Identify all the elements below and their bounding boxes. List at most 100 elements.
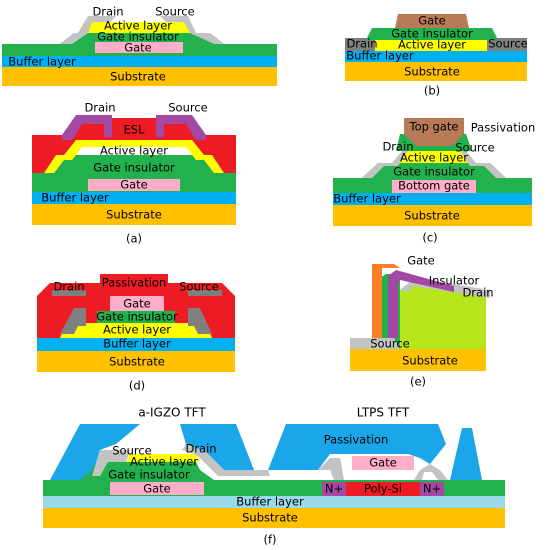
drain-electrode: [60, 16, 116, 44]
gate-insulator-label: Gate insulator: [391, 27, 473, 41]
insulator-layer: [388, 270, 454, 338]
igzo-drain: [182, 444, 270, 476]
buffer-label: Buffer layer: [236, 495, 304, 509]
drain-label: Drain: [84, 101, 115, 115]
igzo-gate: [110, 482, 204, 495]
gate-insulator-label: Gate insulator: [96, 310, 178, 324]
substrate-label: Substrate: [106, 208, 162, 222]
gate-left-label: Gate: [143, 482, 171, 496]
buffer-layer: [2, 56, 277, 67]
active-layer-label: Active layer: [103, 323, 171, 337]
active-layer: [375, 40, 487, 51]
panel-f: a-IGZO TFT LTPS TFT Passivation Source D…: [43, 406, 505, 547]
poly-si-label: Poly-Si: [364, 482, 402, 496]
active-layer-label: Active layer: [100, 144, 168, 158]
substrate-label: Substrate: [404, 209, 460, 223]
igzo-active-layer: [126, 454, 200, 462]
substrate-label: Substrate: [110, 70, 166, 84]
substrate-label: Substrate: [242, 511, 298, 525]
source-electrode: [188, 290, 222, 334]
caption-c: (c): [422, 231, 437, 245]
gate-insulator-label: Gate insulator: [93, 161, 175, 175]
active-layer-label: Active layer: [104, 19, 172, 33]
esl-label: ESL: [124, 123, 146, 137]
active-layer: [60, 323, 212, 338]
gate-label: Gate: [124, 41, 152, 55]
gate-insulator-label: Gate insulator: [97, 30, 179, 44]
esl-top: [112, 121, 156, 137]
buffer-label: Buffer layer: [41, 191, 109, 205]
drain-label: Drain: [382, 140, 413, 154]
gate-label: Gate: [123, 297, 151, 311]
buffer-layer: [333, 193, 532, 205]
buffer-label: Buffer layer: [346, 49, 414, 63]
active-layer: [392, 151, 476, 163]
passivation-left: [50, 424, 140, 480]
top-gate-label: Top gate: [409, 120, 459, 134]
drain-label: Drain: [185, 442, 216, 456]
title-a-igzo-tft: a-IGZO TFT: [138, 406, 206, 420]
source-electrode: [156, 115, 206, 140]
gate-insulator-layer: [32, 155, 236, 192]
gate-layer: [110, 296, 164, 311]
gate-label: Gate: [407, 254, 435, 268]
passivation-right: [450, 428, 482, 480]
passivation-label: Passivation: [102, 276, 167, 290]
panel-c: Top gate Passivation Drain Source Active…: [333, 118, 535, 245]
buffer-layer: [43, 496, 505, 508]
insulator-label: Insulator: [429, 274, 480, 288]
caption-a: (a): [126, 232, 142, 246]
ltps-poly-si: [346, 482, 420, 496]
panel-a-top: Drain Source Active layer Gate insulator…: [2, 5, 277, 86]
gate-layer: [88, 179, 180, 191]
source-label: Source: [455, 141, 495, 155]
igzo-gate-insulator: [80, 462, 214, 480]
gate-insulator-label: Gate insulator: [108, 468, 190, 482]
gate-insulator-layer: [366, 28, 498, 40]
gate-insulator-layer: [97, 311, 175, 323]
source-electrode: [487, 38, 527, 51]
drain-label: Drain: [462, 286, 493, 300]
ltps-n-plus-right: [420, 482, 444, 496]
drain-electrode: [362, 151, 408, 178]
panel-d: Drain Passivation Source Gate Gate insul…: [37, 274, 235, 393]
passivation-label: Passivation: [471, 121, 536, 135]
substrate-layer: [37, 351, 235, 372]
substrate-layer: [350, 349, 486, 371]
source-label: Source: [168, 101, 208, 115]
gate-insulator-label: Gate insulator: [393, 165, 475, 179]
source-electrode: [160, 16, 224, 44]
active-layer: [44, 140, 224, 173]
igzo-source: [92, 450, 130, 476]
source-electrode: [460, 151, 506, 178]
buffer-layer: [32, 192, 236, 204]
ltps-n-plus-left: [322, 482, 346, 496]
substrate-layer: [32, 204, 236, 225]
panel-a: Drain Source ESL Active layer Gate insul…: [32, 101, 236, 246]
caption-e: (e): [410, 375, 426, 389]
drain-label: Drain: [53, 280, 84, 294]
gate-insulator-layer: [333, 163, 532, 193]
substrate-label: Substrate: [109, 355, 165, 369]
substrate-label: Substrate: [402, 354, 458, 368]
ltps-gray-left: [318, 458, 344, 480]
semiconductor-block: [400, 282, 486, 349]
n-plus-left-label: N+: [325, 482, 343, 496]
esl-layer: [32, 118, 236, 173]
passivation-main: [268, 424, 446, 470]
source-label: Source: [112, 444, 152, 458]
panel-e: Gate Insulator Drain Source Substrate (e…: [350, 254, 494, 389]
substrate-layer: [333, 205, 532, 226]
active-layer-label: Active layer: [130, 455, 198, 469]
source-label: Source: [179, 280, 219, 294]
drain-label: Drain: [346, 37, 377, 51]
title-ltps-tft: LTPS TFT: [357, 406, 410, 420]
source-label: Source: [155, 5, 195, 19]
gate-label: Gate: [418, 14, 446, 28]
active-layer: [78, 22, 196, 33]
ltps-gate: [352, 456, 414, 470]
gate-layer: [372, 264, 400, 338]
panel-b: Gate Gate insulator Drain Active layer S…: [345, 14, 528, 98]
